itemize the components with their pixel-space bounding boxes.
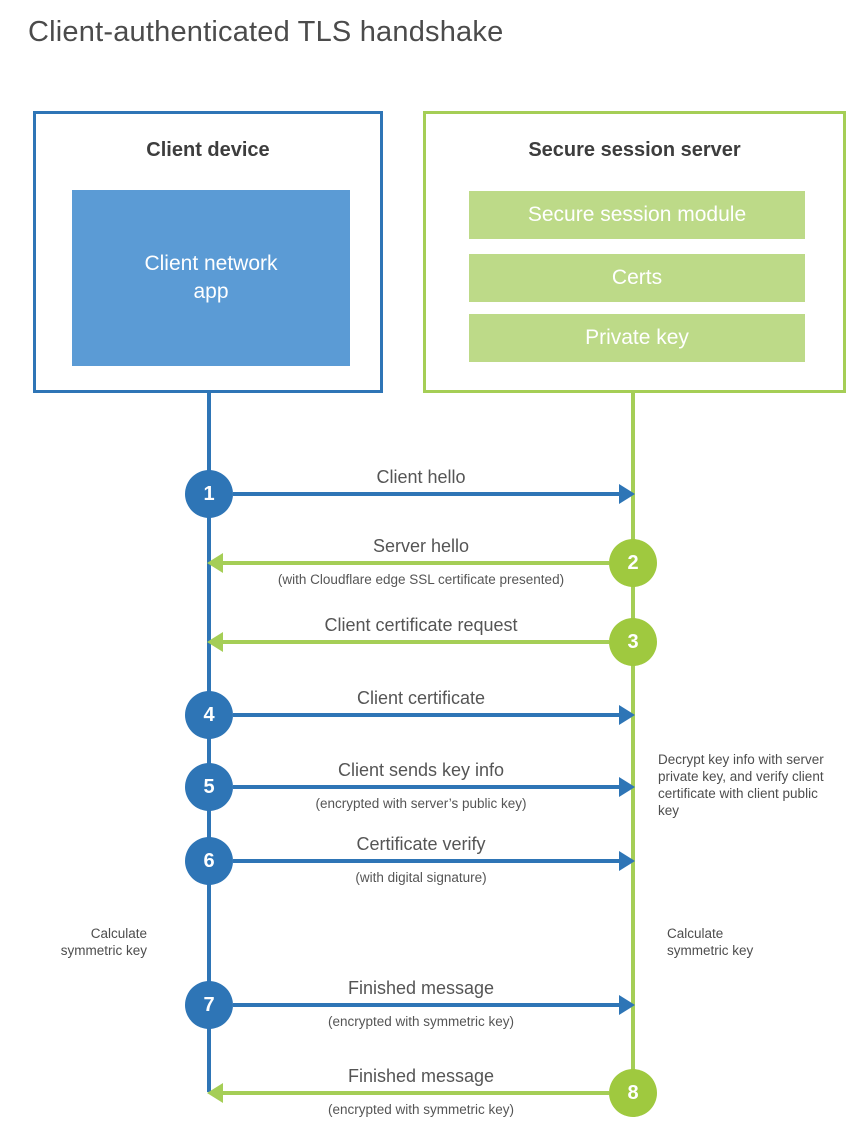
server-module-bar: Secure session module — [469, 191, 805, 239]
step-5-badge: 5 — [185, 763, 233, 811]
server-calculate-symmetric-key-note: Calculate symmetric key — [667, 926, 754, 959]
step-7-badge: 7 — [185, 981, 233, 1029]
step-5-sublabel: (encrypted with server’s public key) — [315, 796, 527, 811]
client-network-app-label: Client network app — [144, 252, 278, 303]
arrow-shaft — [223, 561, 609, 565]
page-title: Client-authenticated TLS handshake — [28, 16, 504, 48]
step-2-sublabel: (with Cloudflare edge SSL certificate pr… — [277, 572, 565, 587]
arrow-left-icon — [207, 1083, 223, 1103]
step-8-sublabel: (encrypted with symmetric key) — [327, 1102, 515, 1117]
step-6-sublabel: (with digital signature) — [355, 870, 487, 885]
arrow-right-icon — [619, 851, 635, 871]
arrow-shaft — [233, 785, 619, 789]
secure-session-server-title: Secure session server — [528, 139, 741, 161]
arrow-shaft — [233, 492, 619, 496]
arrow-right-icon — [619, 777, 635, 797]
arrow-left-icon — [207, 632, 223, 652]
client-network-app-box: Client network app — [72, 190, 350, 366]
step-8-badge: 8 — [609, 1069, 657, 1117]
step-1-label: Client hello — [376, 467, 466, 487]
step-1-badge: 1 — [185, 470, 233, 518]
arrow-shaft — [223, 1091, 609, 1095]
client-lifeline — [207, 393, 211, 1092]
client-device-title: Client device — [146, 139, 270, 161]
step-8-label: Finished message — [347, 1066, 495, 1086]
server-decrypt-note: Decrypt key info with server private key… — [658, 752, 824, 819]
step-6-badge: 6 — [185, 837, 233, 885]
step-4-badge: 4 — [185, 691, 233, 739]
step-7-sublabel: (encrypted with symmetric key) — [327, 1014, 515, 1029]
server-certs-bar: Certs — [469, 254, 805, 302]
step-7-label: Finished message — [347, 978, 495, 998]
arrow-shaft — [233, 713, 619, 717]
step-5-label: Client sends key info — [337, 760, 505, 780]
arrow-shaft — [233, 1003, 619, 1007]
step-3-badge: 3 — [609, 618, 657, 666]
arrow-shaft — [233, 859, 619, 863]
step-2-badge: 2 — [609, 539, 657, 587]
step-2-label: Server hello — [372, 536, 470, 556]
server-private-key-bar: Private key — [469, 314, 805, 362]
arrow-right-icon — [619, 484, 635, 504]
client-calculate-symmetric-key-note: Calculate symmetric key — [60, 926, 147, 959]
arrow-left-icon — [207, 553, 223, 573]
step-4-label: Client certificate — [356, 688, 486, 708]
step-6-label: Certificate verify — [356, 834, 486, 854]
arrow-shaft — [223, 640, 609, 644]
server-lifeline — [631, 393, 635, 1093]
arrow-right-icon — [619, 995, 635, 1015]
arrow-right-icon — [619, 705, 635, 725]
client-device-box: Client device Client network app — [33, 111, 383, 393]
step-3-label: Client certificate request — [324, 615, 518, 635]
secure-session-server-box: Secure session server Secure session mod… — [423, 111, 846, 393]
